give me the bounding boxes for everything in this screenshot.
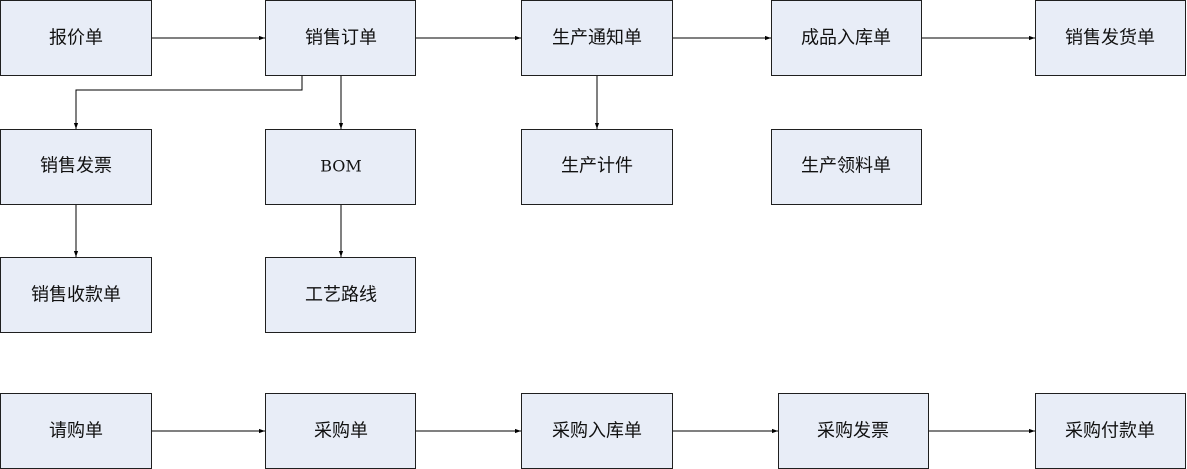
node-sales-invoice-label: 销售发票 xyxy=(40,156,112,177)
node-production-notice: 生产通知单 xyxy=(521,0,673,76)
node-production-material-req: 生产领料单 xyxy=(771,129,922,205)
node-purchase-order-label: 采购单 xyxy=(314,421,368,442)
node-production-piecework-label: 生产计件 xyxy=(561,156,633,177)
node-sales-receipt: 销售收款单 xyxy=(0,257,152,333)
node-sales-order-label: 销售订单 xyxy=(305,28,377,49)
node-purchase-request: 请购单 xyxy=(0,393,152,469)
node-sales-delivery-label: 销售发货单 xyxy=(1065,28,1155,49)
edges xyxy=(73,35,1035,434)
node-quote: 报价单 xyxy=(0,0,152,76)
node-purchase-payment: 采购付款单 xyxy=(1035,393,1186,469)
node-sales-delivery: 销售发货单 xyxy=(1035,0,1186,76)
node-purchase-invoice: 采购发票 xyxy=(778,393,929,469)
node-bom-label: BOM xyxy=(320,157,362,176)
node-purchase-in: 采购入库单 xyxy=(521,393,673,469)
node-sales-order: 销售订单 xyxy=(265,0,416,76)
node-process-route: 工艺路线 xyxy=(265,257,416,333)
node-purchase-invoice-label: 采购发票 xyxy=(817,421,889,442)
node-finished-goods-in-label: 成品入库单 xyxy=(801,28,891,49)
node-purchase-order: 采购单 xyxy=(265,393,416,469)
node-production-material-req-label: 生产领料单 xyxy=(801,156,891,177)
node-sales-receipt-label: 销售收款单 xyxy=(31,285,121,306)
node-purchase-request-label: 请购单 xyxy=(49,421,103,442)
edge-sales-order-to-sales-invoice xyxy=(73,76,303,129)
node-purchase-in-label: 采购入库单 xyxy=(552,421,642,442)
node-finished-goods-in: 成品入库单 xyxy=(771,0,922,76)
node-process-route-label: 工艺路线 xyxy=(305,285,377,306)
node-bom: BOM xyxy=(265,129,416,205)
node-quote-label: 报价单 xyxy=(49,28,103,49)
node-production-notice-label: 生产通知单 xyxy=(552,28,642,49)
node-production-piecework: 生产计件 xyxy=(521,129,673,205)
node-sales-invoice: 销售发票 xyxy=(0,129,152,205)
node-purchase-payment-label: 采购付款单 xyxy=(1065,421,1155,442)
